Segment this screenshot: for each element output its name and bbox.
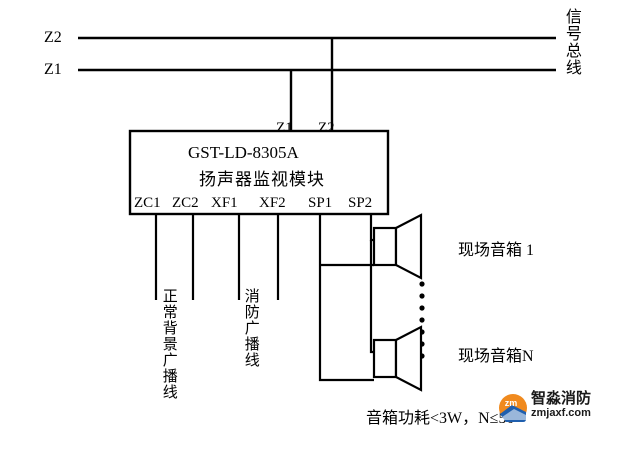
module-terminal-zc2: ZC2: [172, 195, 199, 211]
watermark: zm 智淼消防 zmjaxf.com: [498, 391, 616, 425]
bus-label-z1: Z1: [44, 61, 62, 78]
fire-broadcast-line-label: 消防广播线: [242, 288, 259, 368]
signal-bus-label: 信号总线: [562, 8, 580, 76]
module-terminal-xf1: XF1: [211, 195, 238, 211]
watermark-url-text: zmjaxf.com: [531, 407, 591, 419]
module-terminal-z1: Z1: [276, 120, 293, 136]
module-terminal-sp1: SP1: [308, 195, 333, 211]
speaker-label-1: 现场音箱 1: [458, 242, 535, 259]
watermark-logo-icon: zm: [499, 394, 527, 422]
watermark-brand-text: 智淼消防: [531, 390, 592, 407]
terminal-line-sp1: [318, 214, 374, 382]
module-terminal-zc1: ZC1: [134, 195, 161, 211]
module-terminal-z2: Z2: [318, 120, 335, 136]
module-terminal-sp2: SP2: [348, 195, 373, 211]
normal-background-broadcast-line-label: 正常背景广播线: [160, 288, 177, 400]
module-model-label: GST-LD-8305A: [188, 143, 299, 162]
module-name-label: 扬声器监视模块: [199, 170, 325, 189]
module-box: [128, 129, 390, 216]
speaker-icon-1: [372, 213, 423, 280]
speaker-icon-n: [372, 325, 423, 392]
bus-label-z2: Z2: [44, 29, 62, 46]
speaker-label-n: 现场音箱N: [458, 348, 534, 365]
power-note: 音箱功耗<3W，N≤50: [366, 410, 515, 427]
module-terminal-xf2: XF2: [259, 195, 286, 211]
svg-text:zm: zm: [505, 398, 518, 408]
